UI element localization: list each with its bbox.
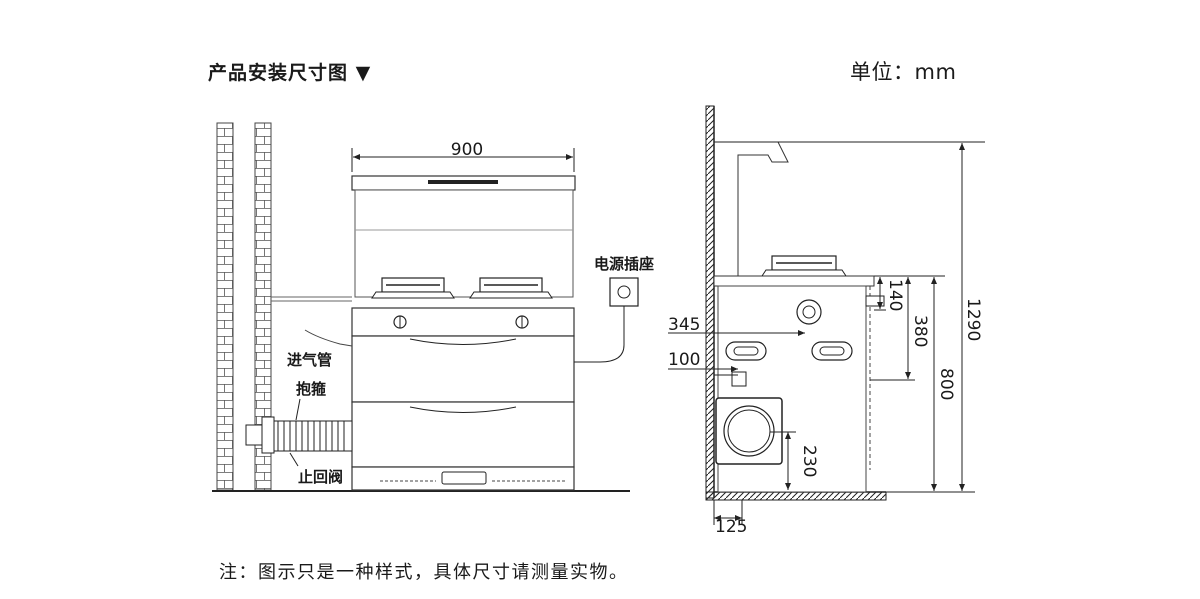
page-title: 产品安装尺寸图 ▼	[208, 62, 372, 84]
power-socket-label: 电源插座	[594, 255, 654, 273]
burner-left	[371, 277, 455, 299]
dim-345-label: 345	[668, 315, 700, 335]
gas-pipe	[304, 329, 353, 347]
dim-100-label: 100	[668, 350, 700, 370]
power-cable	[574, 306, 625, 363]
lower-cabinet-door	[351, 401, 575, 468]
burner-right	[469, 277, 553, 299]
gas-inlet-icon	[796, 299, 822, 325]
dim-125-label: 125	[715, 517, 747, 537]
duct-outlet-icon	[715, 397, 783, 465]
hatched-wall	[705, 105, 715, 499]
dim-230-label: 230	[799, 445, 819, 477]
unit-label: 单位：mm	[850, 60, 957, 84]
knob-right-icon	[515, 315, 529, 329]
check-valve-label: 止回阀	[298, 468, 343, 486]
side-countertop	[713, 275, 875, 287]
side-view: 345 100 125 230 140 380 800 1290	[668, 105, 985, 537]
dim-800-label: 800	[936, 368, 956, 400]
brick-wall-left	[216, 122, 234, 491]
knob-left-icon	[393, 315, 407, 329]
small-inlet-icon	[731, 371, 747, 387]
width-dimension-label: 900	[451, 140, 483, 160]
dim-1290-label: 1290	[963, 298, 983, 341]
footer-note: 注：图示只是一种样式，具体尺寸请测量实物。	[219, 562, 629, 583]
corrugated-duct	[245, 416, 353, 454]
upper-cabinet-door	[351, 335, 575, 403]
gas-pipe-label: 进气管	[287, 351, 332, 369]
side-burner	[761, 255, 847, 277]
clamp-label: 抱箍	[296, 380, 326, 398]
dim-380-label: 380	[910, 315, 930, 347]
dim-140-label: 140	[885, 279, 905, 311]
hatched-floor	[705, 491, 887, 501]
control-panel	[351, 307, 575, 337]
front-view: 900	[212, 122, 654, 492]
